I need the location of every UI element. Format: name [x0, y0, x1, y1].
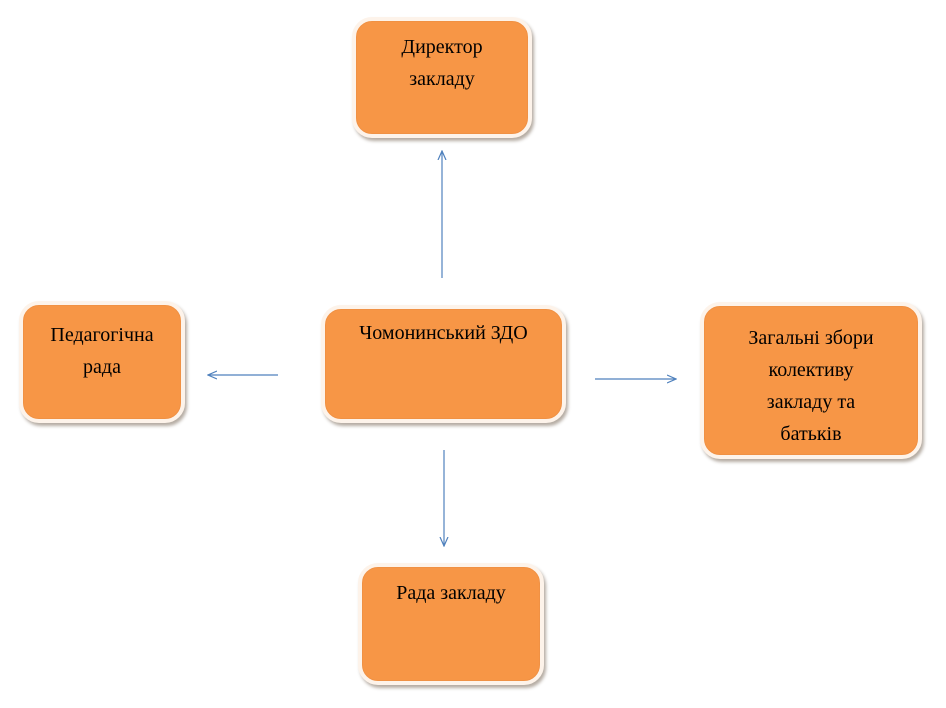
- center-institution-box: Чомонинський ЗДО: [321, 305, 566, 423]
- pedagogical-council-box: Педагогічна рада: [19, 301, 185, 423]
- institution-council-box: Рада закладу: [358, 563, 544, 685]
- director-box: Директор закладу: [352, 17, 532, 138]
- general-meeting-box: Загальні збори колективу закладу та бать…: [700, 302, 922, 459]
